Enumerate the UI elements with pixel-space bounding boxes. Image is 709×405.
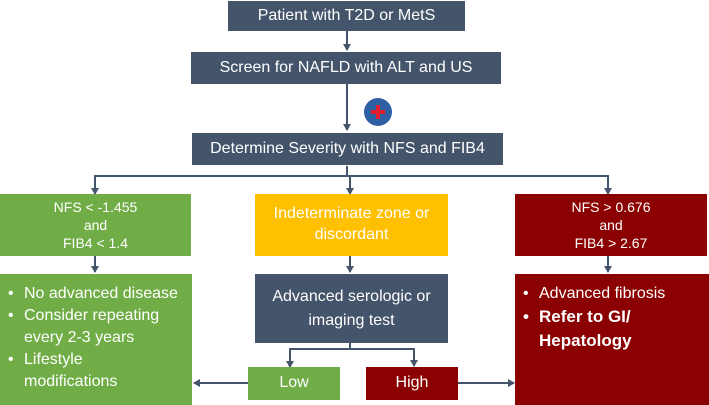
high-criteria-line-3: FIB4 > 2.67 — [574, 235, 648, 252]
indeterminate-node: Indeterminate zone or discordant — [255, 194, 448, 256]
high-criteria-node: NFS > 0.676 and FIB4 > 2.67 — [515, 194, 707, 256]
test-split-connector — [289, 348, 418, 367]
medical-cross-icon — [364, 98, 392, 126]
low-outcome-item: • Lifestyle modifications — [8, 349, 184, 393]
low-outcome-text-4: Lifestyle — [24, 351, 83, 369]
low-outcome-node: • No advanced disease • Consider repeati… — [0, 274, 192, 405]
low-outcome-text-2: Consider repeating — [24, 307, 160, 325]
low-outcome-item: • Consider repeating every 2-3 years — [8, 305, 184, 349]
high-result-label: High — [395, 374, 429, 392]
low-criteria-line-1: NFS < -1.455 — [53, 198, 138, 215]
severity-node: Determine Severity with NFS and FIB4 — [192, 133, 503, 165]
high-outcome-text-1: Advanced fibrosis — [539, 285, 666, 302]
low-criteria-line-2: and — [83, 216, 108, 233]
high-outcome-text-2: Refer to GI/ — [539, 307, 631, 327]
screen-label: Screen for NAFLD with ALT and US — [219, 58, 473, 76]
screen-node: Screen for NAFLD with ALT and US — [191, 52, 501, 84]
severity-label: Determine Severity with NFS and FIB4 — [210, 139, 485, 157]
high-outcome-text-3: Hepatology — [539, 330, 632, 350]
low-result-label: Low — [279, 374, 309, 392]
low-outcome-text-1: No advanced disease — [24, 285, 178, 302]
indeterminate-line-2: discordant — [314, 226, 389, 243]
high-criteria-line-1: NFS > 0.676 — [571, 198, 651, 215]
low-outcome-text-3: every 2-3 years — [24, 329, 135, 347]
low-result-node: Low — [248, 367, 340, 400]
advanced-test-node: Advanced serologic or imaging test — [255, 274, 448, 343]
high-outcome-item: • Advanced fibrosis — [523, 283, 701, 305]
advanced-test-line-2: imaging test — [308, 311, 395, 329]
high-outcome-node: • Advanced fibrosis • Refer to GI/ Hepat… — [515, 274, 709, 405]
high-outcome-item: • Refer to GI/ Hepatology — [523, 305, 701, 352]
low-outcome-text-5: modifications — [24, 373, 118, 391]
high-criteria-line-2: and — [599, 216, 623, 233]
low-criteria-line-3: FIB4 < 1.4 — [63, 235, 128, 252]
indeterminate-line-1: Indeterminate zone or — [273, 205, 430, 223]
patient-label: Patient with T2D or MetS — [257, 6, 436, 24]
advanced-test-line-1: Advanced serologic or — [272, 287, 431, 305]
low-criteria-node: NFS < -1.455 and FIB4 < 1.4 — [0, 194, 191, 256]
patient-node: Patient with T2D or MetS — [228, 1, 465, 31]
low-outcome-item: • No advanced disease — [8, 283, 184, 305]
high-result-node: High — [366, 367, 458, 400]
branch-connector — [94, 175, 609, 193]
